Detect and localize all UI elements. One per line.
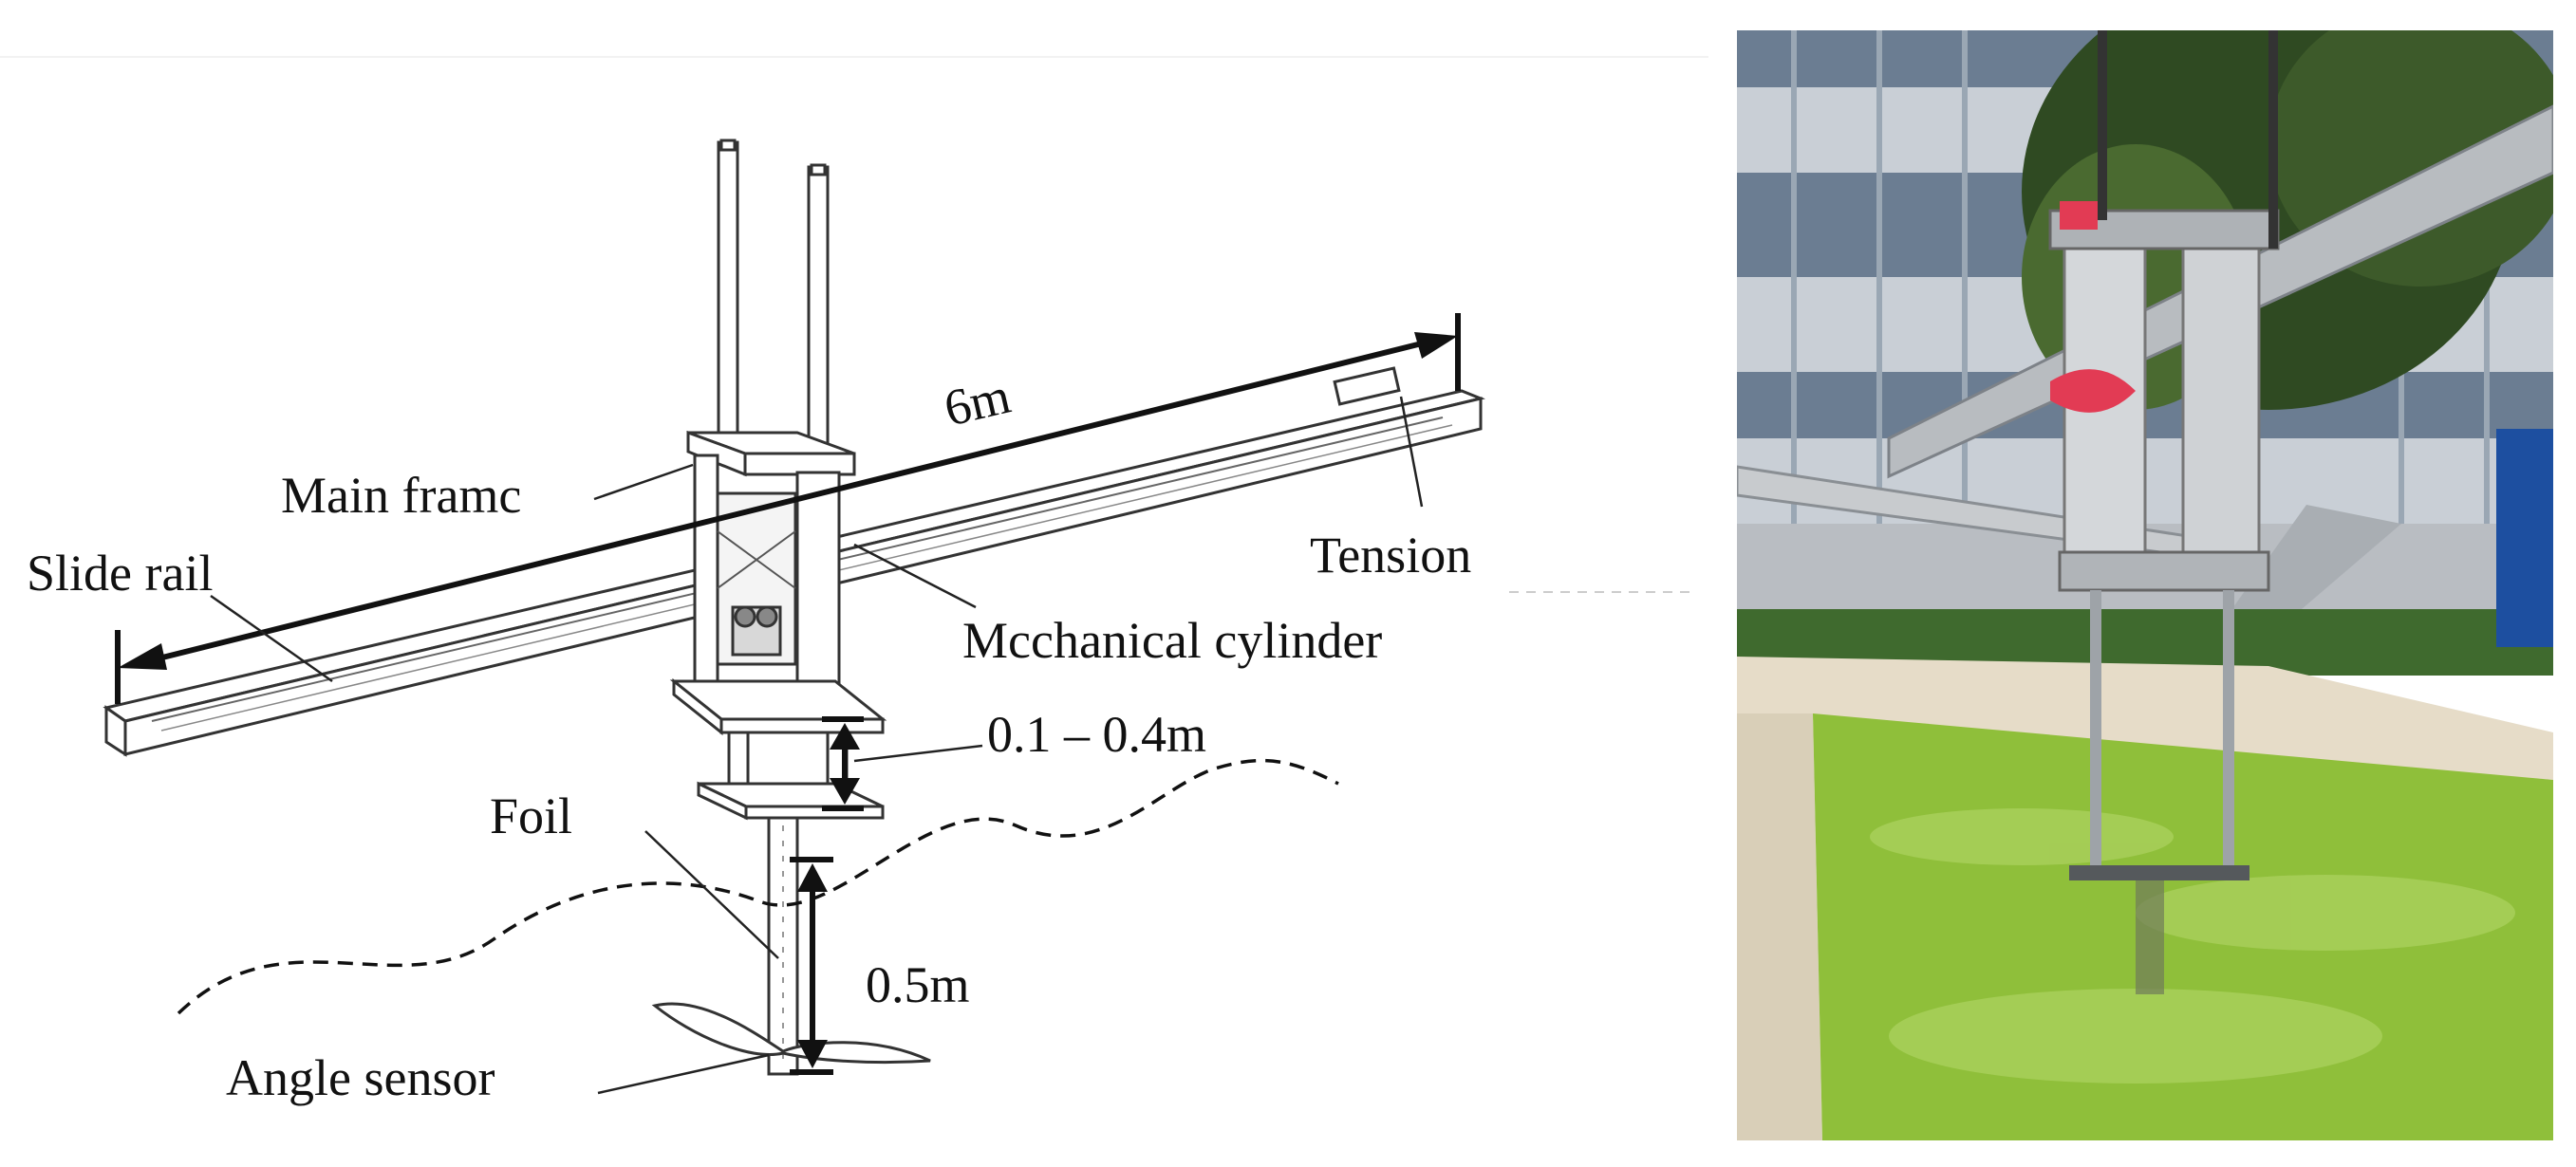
schematic-diagram: 6m Main framc Slide rail Tension Mcchani… xyxy=(0,56,1708,1106)
leader-lines xyxy=(210,396,1424,1095)
label-angle-sensor: Angle sensor xyxy=(226,1049,495,1106)
photo-experimental-rig xyxy=(1737,30,2553,1140)
guide-rods xyxy=(717,139,830,454)
water-surface-line xyxy=(177,758,1339,1015)
label-mechanical-cylinder: Mcchanical cylinder xyxy=(962,612,1382,669)
label-tension: Tension xyxy=(1310,527,1471,584)
depth-dimension xyxy=(790,857,833,1075)
label-foil: Foil xyxy=(490,787,572,844)
label-length: 6m xyxy=(939,367,1016,437)
label-depth: 0.5m xyxy=(866,956,970,1013)
label-slide-rail: Slide rail xyxy=(27,545,213,602)
foil-assembly xyxy=(651,816,931,1076)
photo-panel xyxy=(1737,30,2553,1140)
label-main-frame: Main framc xyxy=(281,467,521,524)
length-dimension xyxy=(115,313,1461,704)
main-frame-shape xyxy=(669,430,887,821)
stroke-dimension xyxy=(822,716,864,811)
label-stroke-range: 0.1 – 0.4m xyxy=(987,706,1206,763)
